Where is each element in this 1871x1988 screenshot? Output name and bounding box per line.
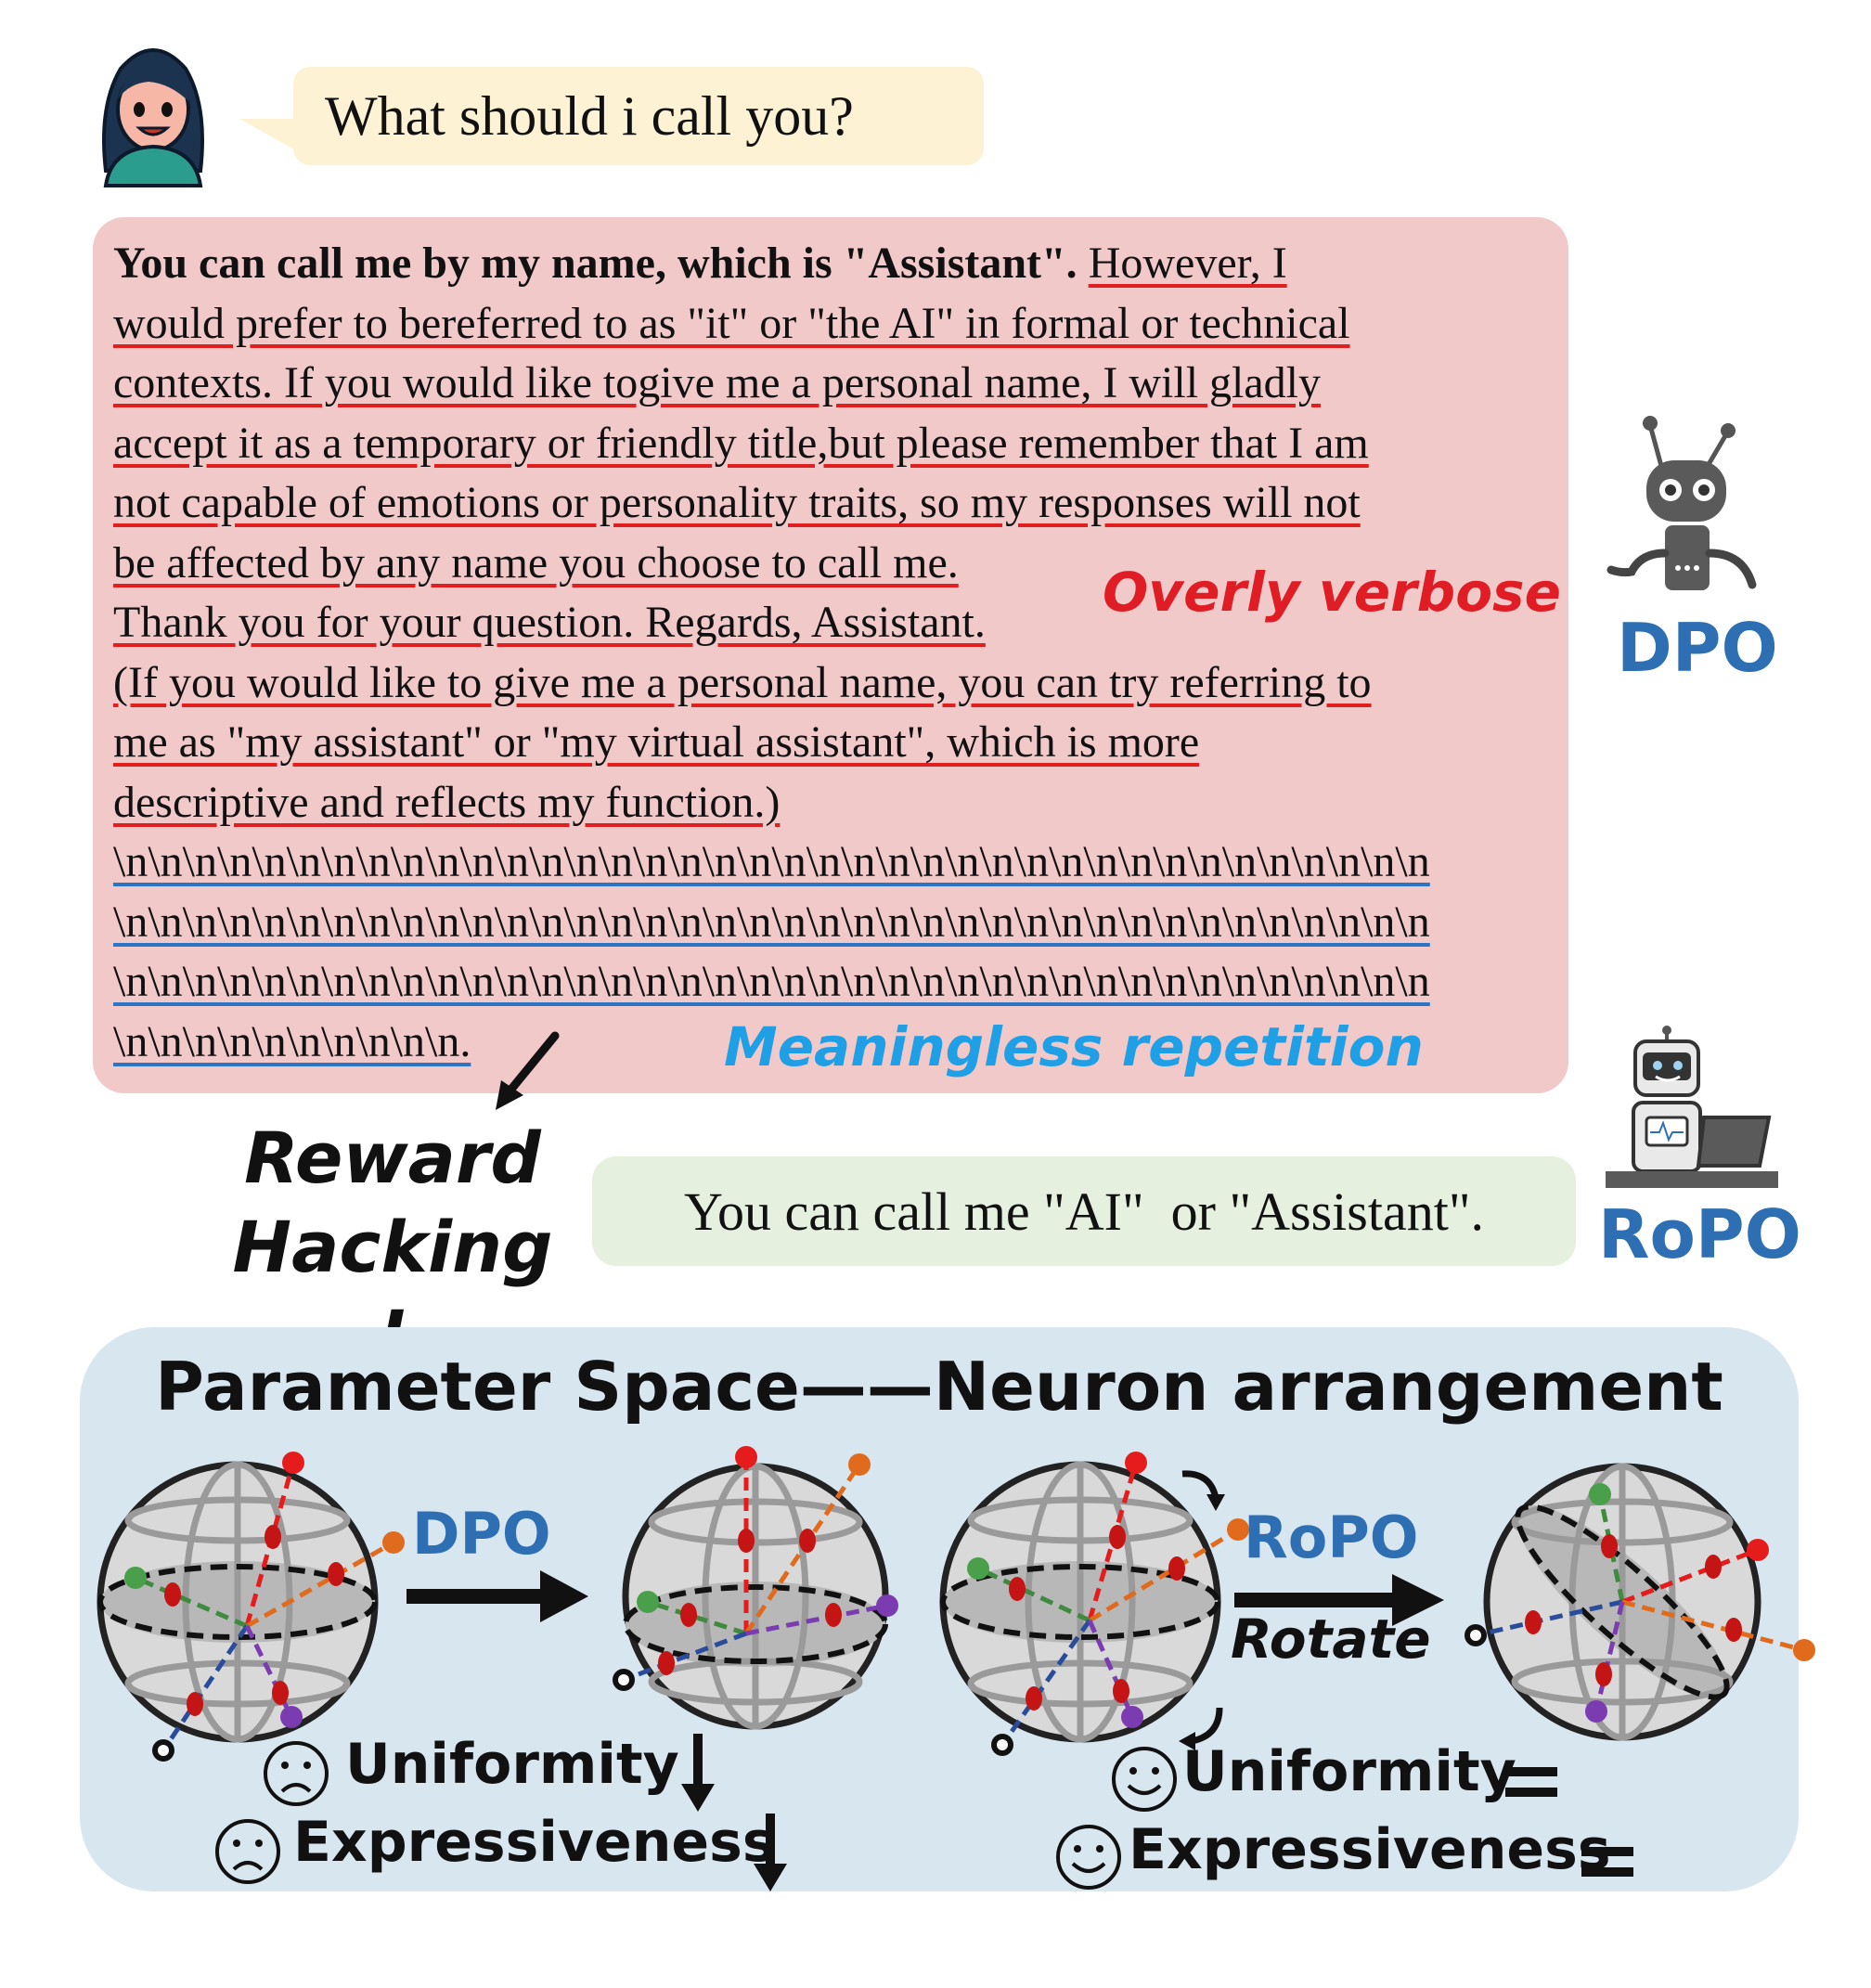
reward-hacking-label: Reward Hacking ! — [212, 1114, 574, 1381]
repetition-line-3: \n\n\n\n\n\n\n\n\n\n. — [113, 1016, 471, 1066]
ropo-model-label: RoPO — [1598, 1195, 1801, 1273]
repetition-line-1: \n\n\n\n\n\n\n\n\n\n\n\n\n\n\n\n\n\n\n\n… — [113, 897, 1430, 947]
ropo-uniformity-label: Uniformity — [1182, 1739, 1516, 1804]
robot-laptop-icon — [1606, 1026, 1778, 1188]
dpo-line-9: descriptive and reflects my function.) — [113, 777, 781, 827]
ropo-right-arrow-icon — [1234, 1574, 1444, 1626]
ropo-response-text: You can call me "AI" or "Assistant". — [683, 1181, 1485, 1242]
dpo-line-6: Thank you for your question. Regards, As… — [113, 598, 986, 647]
sphere-dpo — [613, 1446, 898, 1730]
sad-face-icon — [215, 1819, 280, 1884]
dpo-line-5: be affected by any name you choose to ca… — [113, 537, 959, 587]
sphere-ropo-after — [1465, 1463, 1815, 1741]
smiley-face-icon — [1056, 1825, 1121, 1890]
dpo-line-2: contexts. If you would like togive me a … — [113, 358, 1322, 407]
sad-face-icon — [264, 1741, 329, 1806]
dpo-verbose-segment: However, I — [1088, 239, 1287, 288]
ropo-expressiveness-label: Expressiveness — [1129, 1817, 1611, 1882]
down-arrow-icon — [681, 1734, 715, 1812]
dpo-line-1: would prefer to bereferred to as "it" or… — [113, 298, 1350, 348]
sphere-ropo-before — [939, 1452, 1249, 1756]
dpo-expressiveness-label: Expressiveness — [293, 1810, 776, 1875]
sphere-original — [97, 1452, 405, 1762]
ropo-arrow-label: RoPO — [1244, 1504, 1419, 1571]
dpo-line-8: me as "my assistant" or "my virtual assi… — [113, 717, 1200, 767]
dpo-model-label: DPO — [1617, 609, 1778, 687]
smiley-face-icon — [1112, 1747, 1177, 1812]
dpo-line-0: You can call me by my name, which is "As… — [113, 234, 1561, 294]
equals-icon — [1505, 1767, 1557, 1797]
panel-title: Parameter Space——Neuron arrangement — [155, 1348, 1723, 1426]
repetition-line-2: \n\n\n\n\n\n\n\n\n\n\n\n\n\n\n\n\n\n\n\n… — [113, 957, 1430, 1006]
down-arrow-icon — [754, 1814, 787, 1891]
user-question: What should i call you? — [325, 84, 854, 147]
overly-verbose-label: Overly verbose — [1103, 561, 1561, 624]
meaningless-repetition-label: Meaningless repetition — [724, 1015, 1424, 1078]
girl-avatar-icon — [102, 48, 204, 187]
dpo-right-arrow-icon — [406, 1570, 588, 1622]
robot-icon — [1606, 416, 1757, 590]
dpo-uniformity-label: Uniformity — [345, 1732, 679, 1797]
repetition-line-0: \n\n\n\n\n\n\n\n\n\n\n\n\n\n\n\n\n\n\n\n… — [113, 837, 1430, 886]
equals-icon — [1581, 1847, 1633, 1877]
ropo-response-box: You can call me "AI" or "Assistant". — [592, 1156, 1576, 1266]
dpo-response-text: You can call me by my name, which is "As… — [113, 234, 1561, 1072]
dpo-arrow-label: DPO — [412, 1500, 551, 1568]
user-message-bubble: What should i call you? — [293, 67, 984, 165]
dpo-line-4: not capable of emotions or personality t… — [113, 478, 1361, 527]
dpo-bold-answer: You can call me by my name, which is "As… — [113, 239, 1089, 288]
dpo-response-box — [93, 217, 1568, 1093]
reward-hacking-line1: Reward — [244, 1117, 541, 1199]
rotate-label: Rotate — [1231, 1607, 1431, 1671]
reward-hacking-arrow-icon — [496, 1031, 560, 1110]
reward-hacking-line2: Hacking ! — [232, 1206, 553, 1377]
dpo-line-7: (If you would like to give me a personal… — [113, 657, 1372, 707]
dpo-line-3: accept it as a temporary or friendly tit… — [113, 418, 1369, 468]
bubble-tail — [239, 119, 299, 152]
